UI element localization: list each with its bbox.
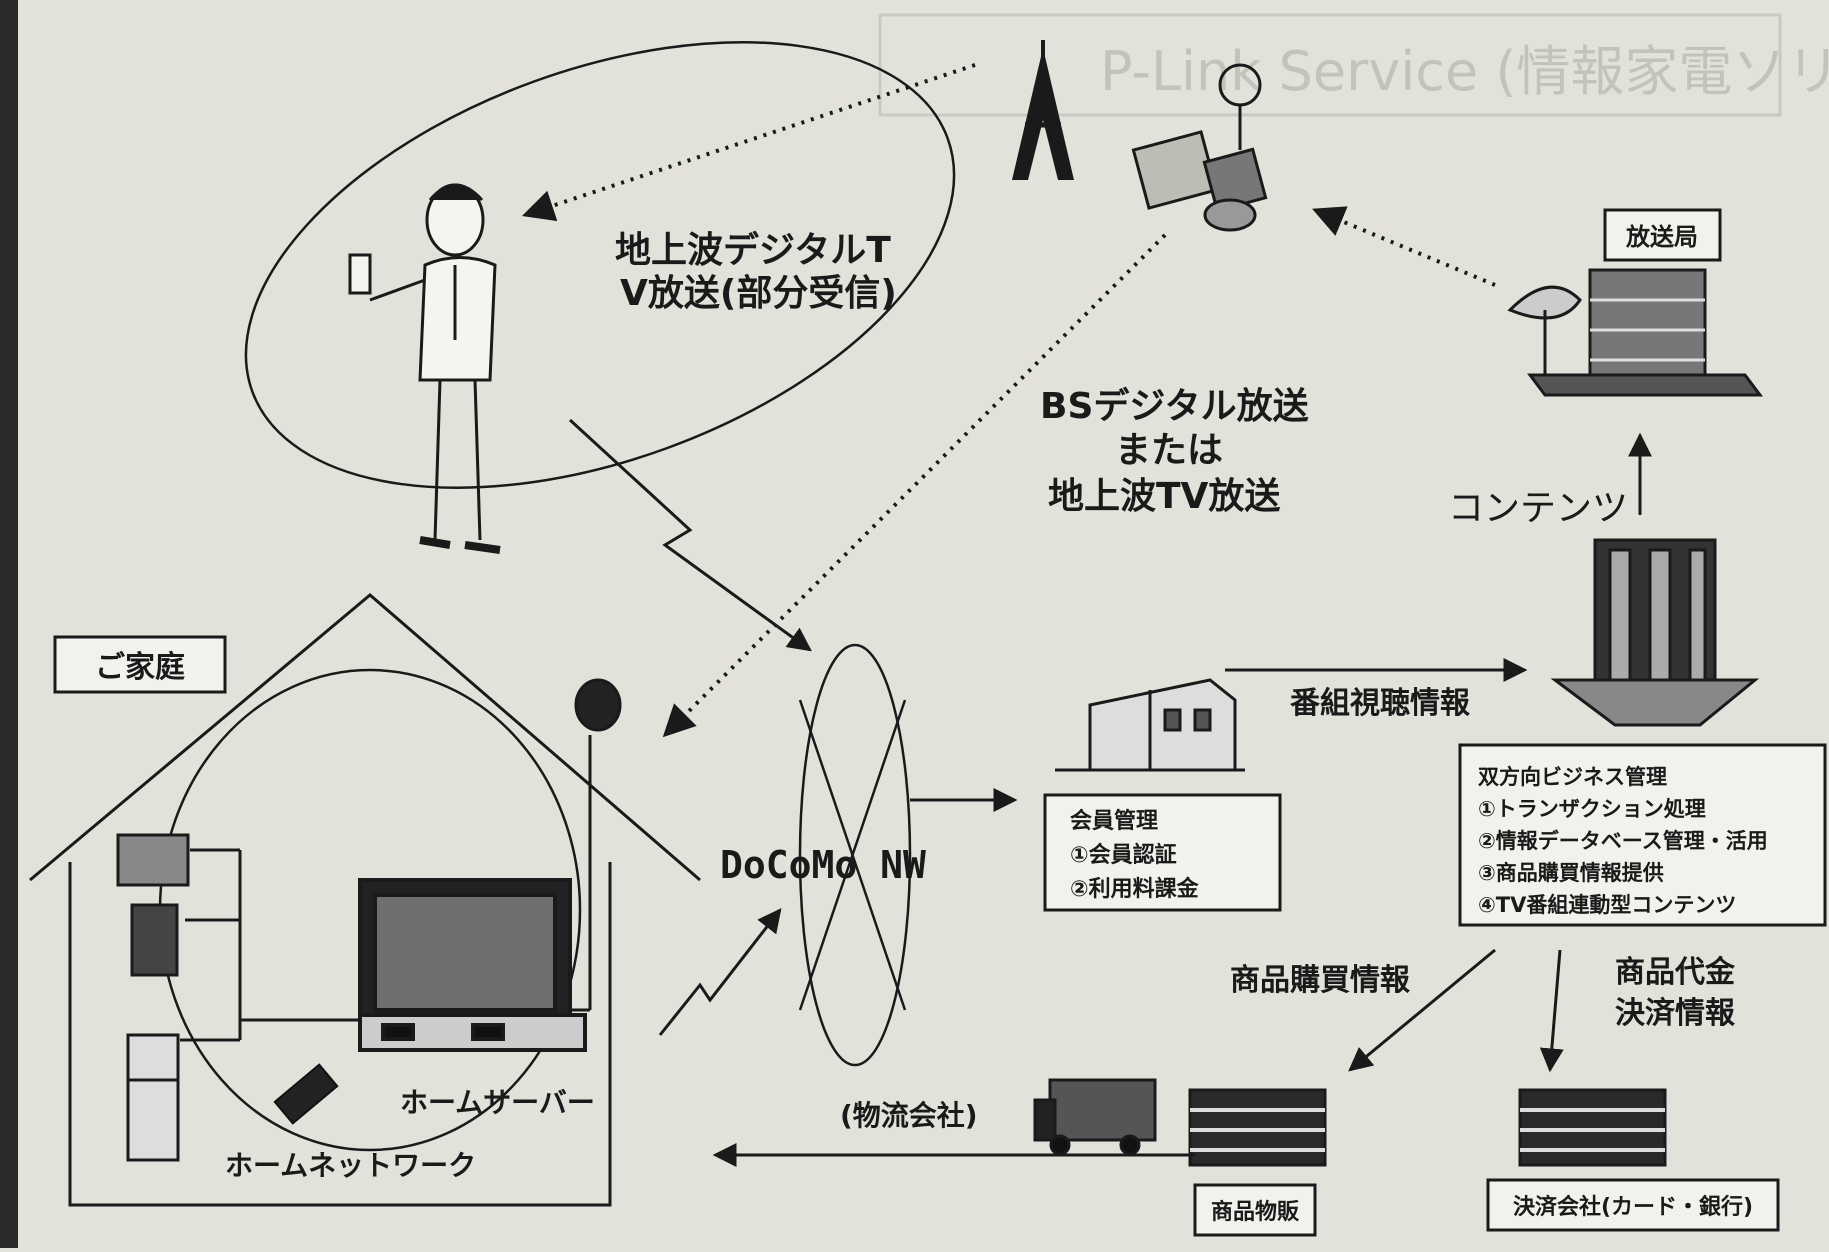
payment-info-label-2: 決済情報 xyxy=(1615,996,1736,1031)
member-mgmt-box: 会員管理 ①会員認証 ②利用料課金 xyxy=(1043,793,1282,912)
bs-label-1: BSデジタル放送 xyxy=(1040,385,1309,427)
svg-text:双方向ビジネス管理: 双方向ビジネス管理 xyxy=(1478,765,1667,789)
svg-text:会員管理: 会員管理 xyxy=(1070,808,1158,834)
purchase-info-label: 商品購買情報 xyxy=(1230,963,1411,998)
svg-text:商品物販: 商品物販 xyxy=(1211,1199,1300,1225)
docomo-network-hub xyxy=(798,643,912,1067)
data-center-icon xyxy=(1550,538,1760,727)
tv-tower-icon xyxy=(1012,40,1074,180)
left-border xyxy=(0,0,18,1248)
logistics-label: (物流会社) xyxy=(840,1099,978,1132)
svg-text:③商品購買情報提供: ③商品購買情報提供 xyxy=(1478,861,1664,885)
payment-company-box: 決済会社(カード・銀行) xyxy=(1486,1178,1780,1232)
docomo-nw-label: DoCoMo NW xyxy=(720,843,926,887)
person-with-phone-icon xyxy=(348,183,501,554)
appliance-icons xyxy=(116,833,190,1162)
tv-home-server-icon xyxy=(358,878,587,1052)
mobile-phone-icon xyxy=(273,1063,339,1125)
svg-text:①トランザクション処理: ①トランザクション処理 xyxy=(1478,797,1706,821)
svg-text:④TV番組連動型コンテンツ: ④TV番組連動型コンテンツ xyxy=(1478,893,1736,917)
broadcaster-label-box: 放送局 xyxy=(1603,208,1722,262)
home-label-box: ご家庭 xyxy=(53,635,227,694)
terrestrial-label-1: 地上波デジタルT xyxy=(615,229,891,271)
payment-company-building-icon xyxy=(1518,1088,1667,1167)
payment-info-label-1: 商品代金 xyxy=(1615,955,1736,990)
member-center-icon xyxy=(1055,678,1245,772)
home-antenna-icon xyxy=(574,678,622,1010)
background-header: P-Link Service (情報家電ソリューション) xyxy=(878,13,1829,117)
svg-text:ご家庭: ご家庭 xyxy=(95,650,185,685)
wireless-link-home xyxy=(658,908,782,1036)
terrestrial-label-2: V放送(部分受信) xyxy=(620,273,897,314)
bs-label-2: または xyxy=(1115,430,1223,471)
svg-text:①会員認証: ①会員認証 xyxy=(1070,842,1177,868)
svg-text:決済会社(カード・銀行): 決済会社(カード・銀行) xyxy=(1513,1194,1753,1220)
arrow-tower-to-mobile xyxy=(521,63,976,222)
satellite-icon xyxy=(1131,63,1268,232)
goods-sales-box: 商品物販 xyxy=(1193,1183,1317,1237)
arrow-biz-to-goods xyxy=(1348,948,1496,1072)
arrow-biz-to-payment xyxy=(1539,949,1564,1073)
biz-mgmt-box: 双方向ビジネス管理 ①トランザクション処理 ②情報データベース管理・活用 ③商品… xyxy=(1458,743,1827,927)
contents-label: コンテンツ xyxy=(1448,488,1628,529)
bs-label-3: 地上波TV放送 xyxy=(1048,476,1280,517)
mobile-reception-area xyxy=(244,41,956,489)
svg-text:②利用料課金: ②利用料課金 xyxy=(1070,876,1200,902)
wireless-link-mobile xyxy=(568,418,812,652)
viewing-info-label: 番組視聴情報 xyxy=(1290,686,1471,721)
header-text: P-Link Service (情報家電ソリューション) xyxy=(1100,40,1829,103)
home-server-label: ホームサーバー xyxy=(400,1086,595,1119)
goods-sales-building-icon xyxy=(1188,1088,1327,1167)
arrow-broadcaster-to-satellite xyxy=(1312,206,1496,287)
svg-text:②情報データベース管理・活用: ②情報データベース管理・活用 xyxy=(1478,829,1768,853)
broadcast-station-icon xyxy=(1507,268,1763,397)
home-network-label: ホームネットワーク xyxy=(225,1149,476,1182)
delivery-truck-icon xyxy=(1033,1078,1157,1156)
svg-text:放送局: 放送局 xyxy=(1625,223,1698,251)
